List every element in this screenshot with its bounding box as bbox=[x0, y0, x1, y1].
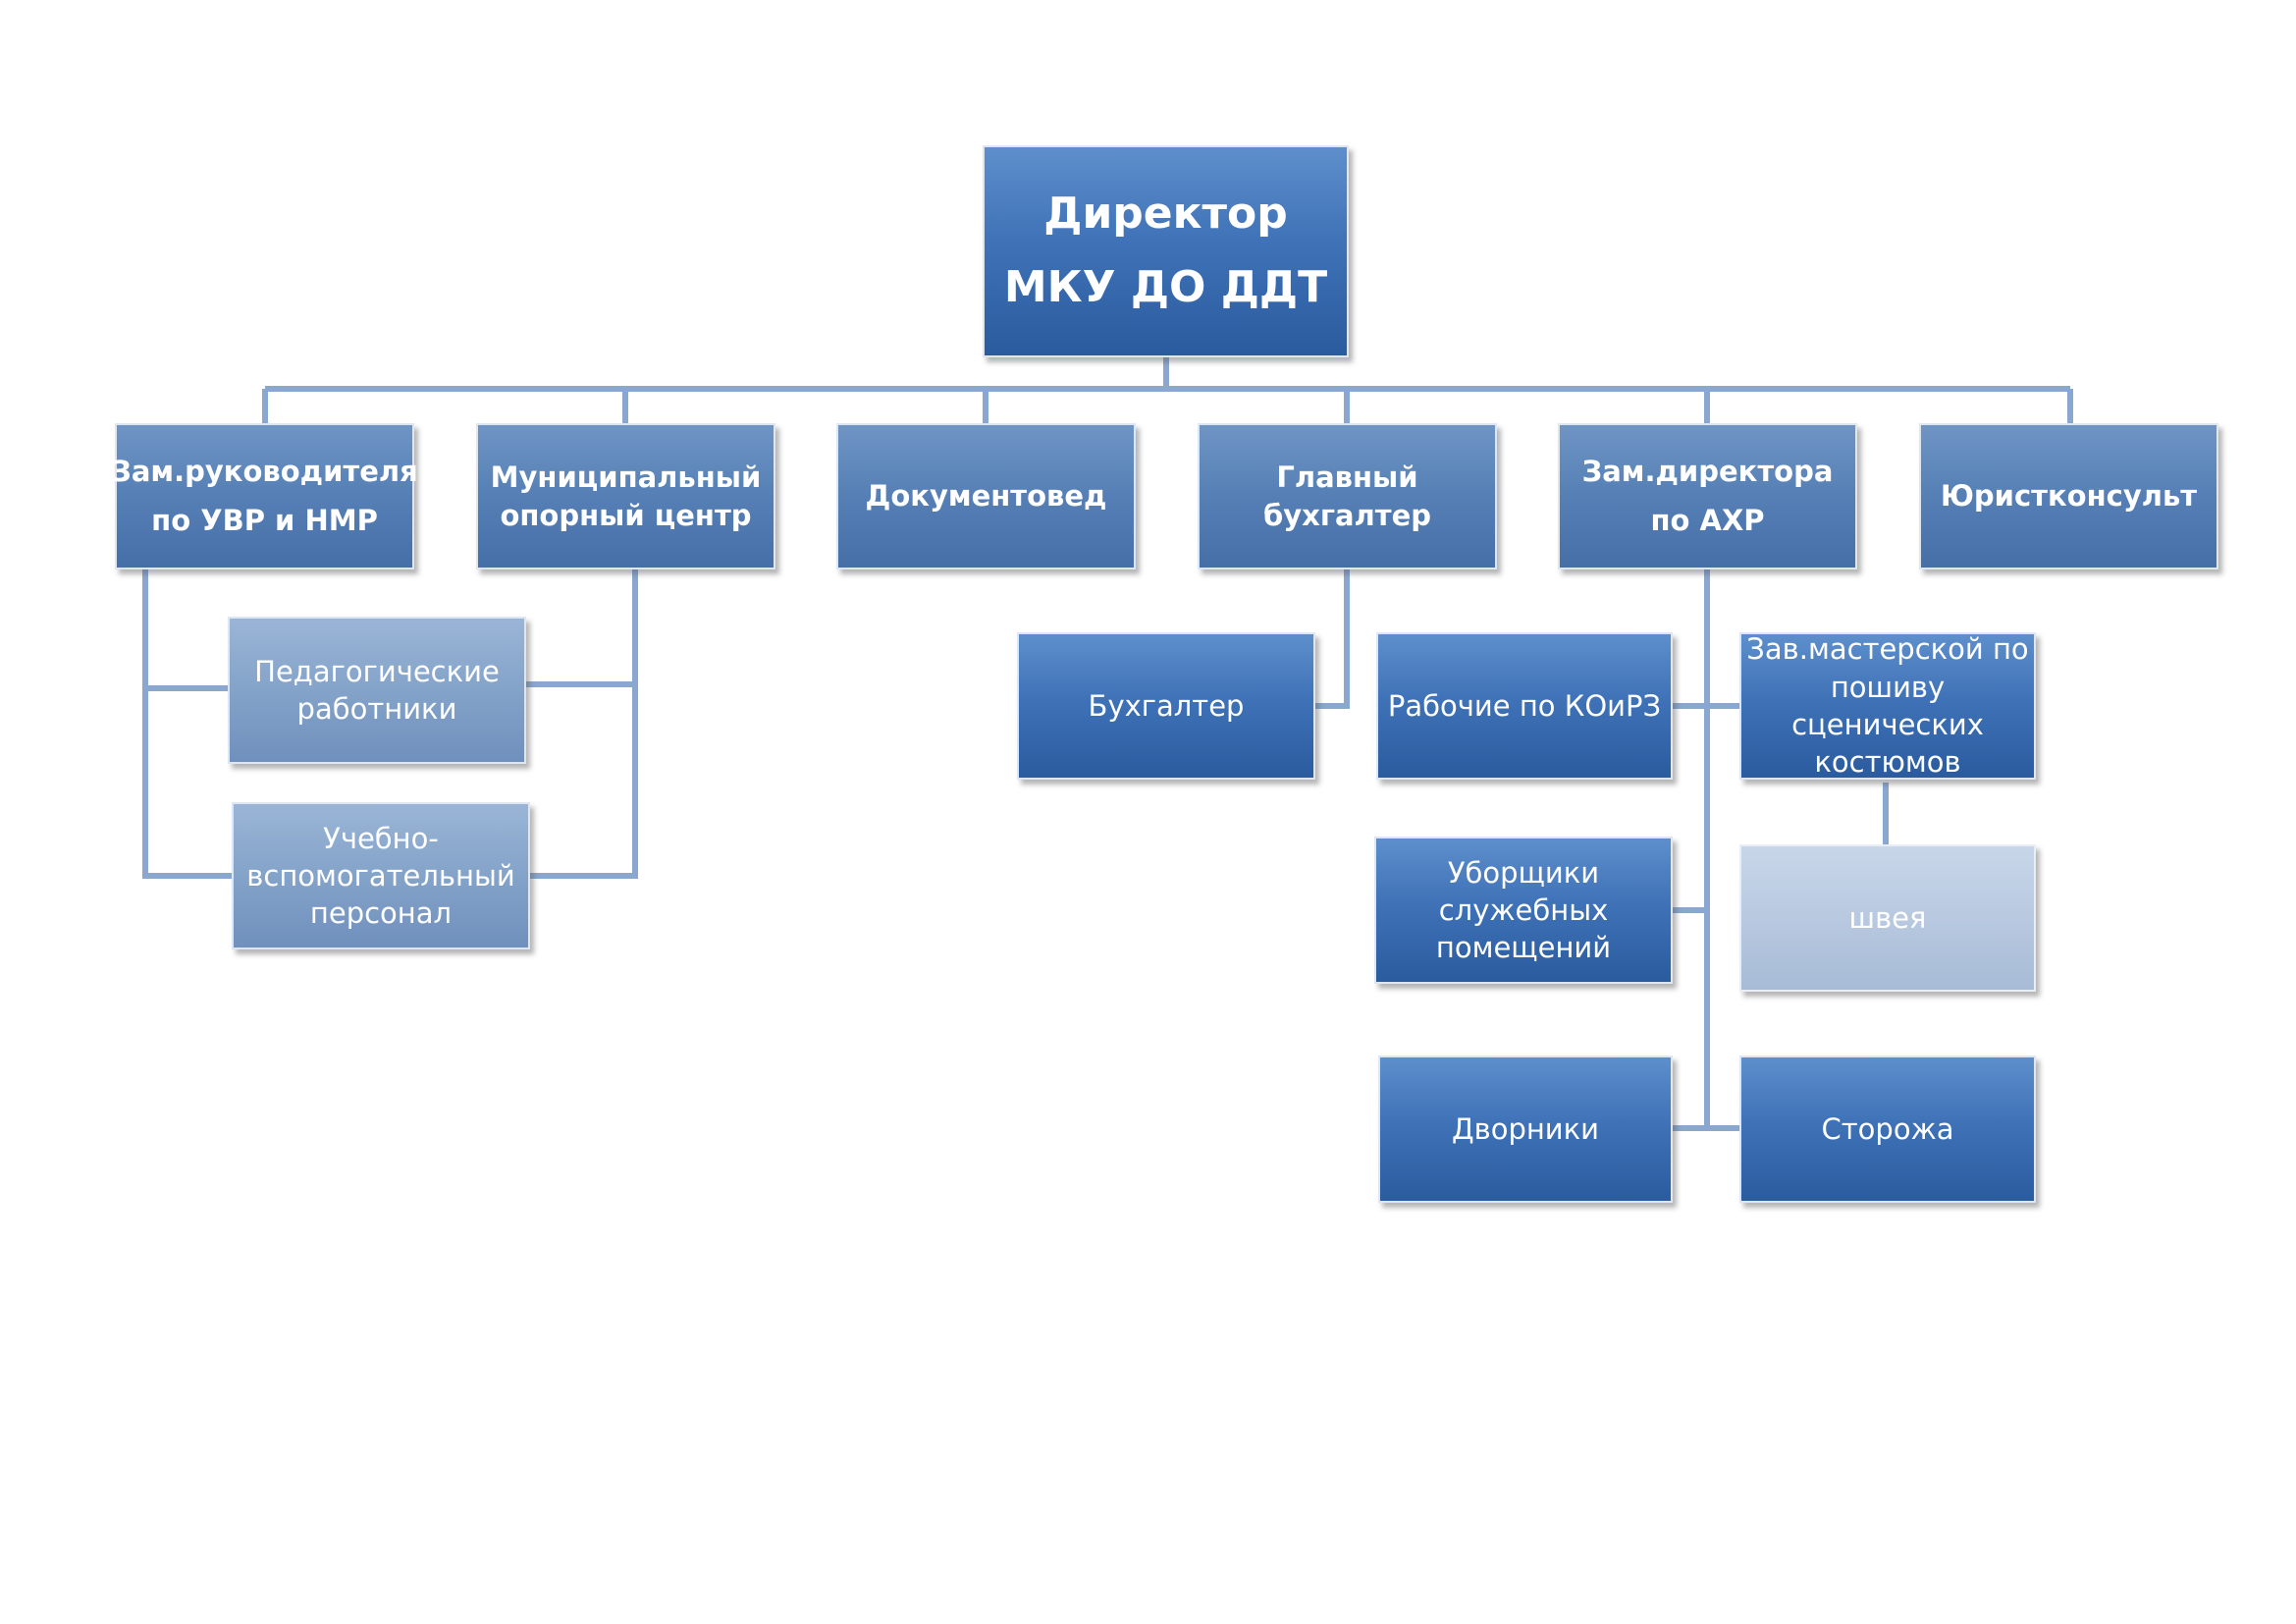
box-janitors-label: Дворники bbox=[1451, 1111, 1600, 1146]
box-lawyer-label: Юристконсульт bbox=[1940, 479, 2198, 514]
connector-uvr-branch bbox=[142, 569, 232, 879]
director-box: Директор МКУ ДО ДДТ bbox=[983, 145, 1349, 357]
box-cleaners-label: Уборщики служебных помещений bbox=[1435, 855, 1612, 965]
box-teachers-label: Педагогические работники bbox=[254, 654, 500, 726]
box-guards: Сторожа bbox=[1739, 1056, 2036, 1203]
connector-moc-branch bbox=[530, 569, 638, 879]
box-workshop-head-label: Зав.мастерской по пошиву сценических кос… bbox=[1746, 632, 2029, 780]
box-janitors: Дворники bbox=[1378, 1056, 1673, 1203]
box-moc-label: Муниципальный опорный центр bbox=[490, 460, 762, 532]
box-workers-label: Рабочие по КОиРЗ bbox=[1387, 688, 1662, 723]
box-zam-ahr: Зам.директора по АХР bbox=[1558, 423, 1857, 569]
box-support-staff-label: Учебно- вспомогательный персонал bbox=[246, 821, 515, 931]
box-seamstress-label: швея bbox=[1848, 900, 1927, 935]
box-support-staff: Учебно- вспомогательный персонал bbox=[232, 802, 530, 949]
box-chief-accountant-label: Главный бухгалтер bbox=[1262, 460, 1432, 532]
box-accountant-label: Бухгалтер bbox=[1088, 688, 1245, 723]
box-docs: Документовед bbox=[836, 423, 1136, 569]
box-workers: Рабочие по КОиРЗ bbox=[1376, 632, 1673, 780]
box-accountant: Бухгалтер bbox=[1017, 632, 1315, 780]
connector-chief-accountant bbox=[1315, 569, 1350, 709]
box-zam-ahr-label: Зам.директора по АХР bbox=[1581, 455, 1834, 537]
box-docs-label: Документовед bbox=[865, 479, 1107, 514]
box-lawyer: Юристконсульт bbox=[1919, 423, 2218, 569]
box-chief-accountant: Главный бухгалтер bbox=[1198, 423, 1497, 569]
box-workshop-head: Зав.мастерской по пошиву сценических кос… bbox=[1739, 632, 2036, 780]
box-moc: Муниципальный опорный центр bbox=[476, 423, 775, 569]
box-cleaners: Уборщики служебных помещений bbox=[1374, 837, 1673, 984]
box-seamstress: швея bbox=[1739, 844, 2036, 992]
box-guards-label: Сторожа bbox=[1821, 1111, 1954, 1146]
director-title: Директор МКУ ДО ДДТ bbox=[1003, 189, 1328, 312]
box-zam-uvr: Зам.руководителя по УВР и НМР bbox=[111, 423, 418, 569]
box-teachers: Педагогические работники bbox=[228, 617, 526, 764]
box-zam-uvr-label: Зам.руководителя по УВР и НМР bbox=[111, 455, 418, 537]
